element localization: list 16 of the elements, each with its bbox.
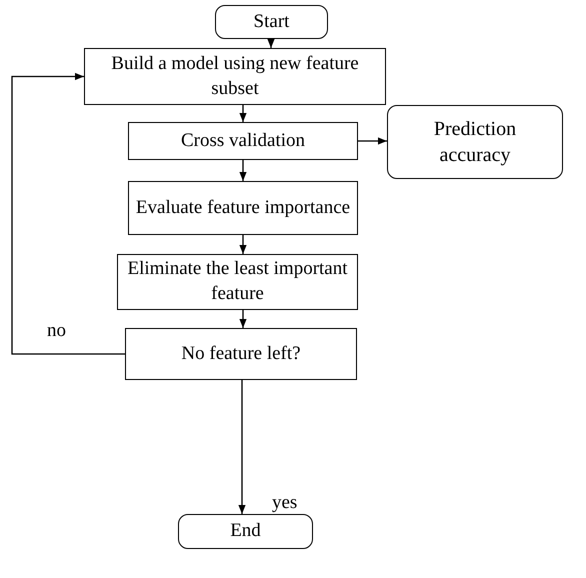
arrow <box>239 160 247 181</box>
terminal-box: End <box>178 514 313 549</box>
arrow <box>239 235 247 254</box>
process-box: Evaluate feature importance <box>128 181 358 235</box>
arrow <box>239 105 247 122</box>
arrow <box>238 380 246 514</box>
process-box: No feature left? <box>125 328 357 380</box>
arrow <box>358 137 387 145</box>
terminal-box: Prediction accuracy <box>387 105 563 179</box>
process-box: Build a model using new feature subset <box>84 48 386 105</box>
process-box: Eliminate the least important feature <box>117 254 358 310</box>
arrow <box>267 38 275 48</box>
arrow <box>239 310 247 328</box>
terminal-box: Start <box>215 5 328 39</box>
process-box: Cross validation <box>128 122 358 160</box>
arrow <box>11 72 125 355</box>
